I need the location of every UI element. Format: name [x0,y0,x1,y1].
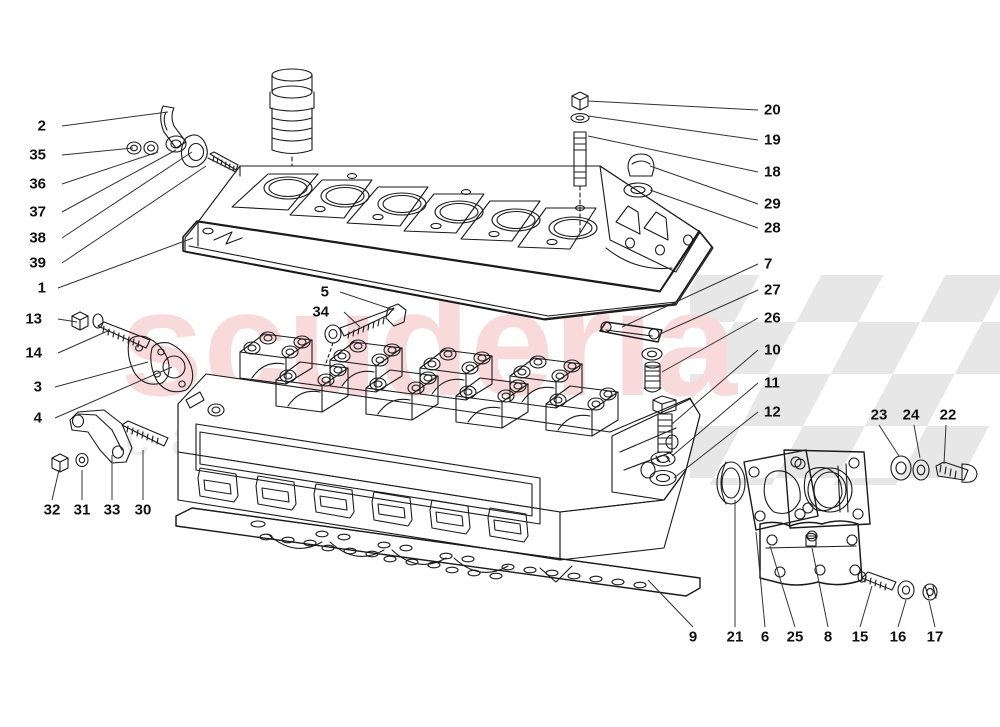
callout-label-20: 20 [764,101,781,119]
head-bolt-assembly [649,395,677,487]
callout-label-4: 4 [33,409,42,427]
callout-label-29: 29 [764,195,781,213]
callout-label-15: 15 [851,628,869,646]
cover-fastener-stack [570,91,655,233]
callout-label-11: 11 [764,374,780,392]
callout-label-6: 6 [760,628,770,646]
callout-label-9: 9 [688,628,698,646]
right-fastener-set [890,455,978,483]
callout-label-33: 33 [103,501,121,519]
callout-label-2: 2 [37,117,46,135]
cylinder-head [177,373,701,561]
callout-label-26: 26 [764,309,781,327]
callout-label-10: 10 [764,341,781,359]
callout-label-13: 13 [25,310,42,328]
callout-label-8: 8 [823,628,833,646]
callout-label-34: 34 [312,303,329,321]
callout-label-18: 18 [764,163,781,181]
callout-label-22: 22 [939,406,957,424]
callout-label-1: 1 [37,279,46,297]
callout-label-23: 23 [870,406,888,424]
callout-label-25: 25 [786,628,804,646]
callout-label-5: 5 [320,283,329,301]
cover-bracket-assembly [599,321,663,393]
callout-label-21: 21 [726,628,744,646]
callout-label-39: 39 [29,254,46,272]
cam-cap-nuts [243,331,617,411]
callout-label-17: 17 [926,628,944,646]
callout-label-38: 38 [29,229,46,247]
valve-cover-gasket [182,220,713,320]
valve-cover [184,165,714,321]
water-outlet-flange-cluster [71,311,194,393]
callout-label-32: 32 [43,501,61,519]
callout-label-19: 19 [764,131,781,149]
callout-label-27: 27 [764,281,781,299]
callout-label-36: 36 [29,175,46,193]
lifting-bracket-cluster [51,409,169,473]
callout-label-28: 28 [764,219,781,237]
cam-cap-bolt-and-washer [324,303,407,367]
breather-pipe [269,68,315,179]
seal-ring [716,461,746,505]
throttle-linkage-cluster [126,105,239,173]
callout-label-35: 35 [29,146,46,164]
callout-label-37: 37 [29,203,46,221]
callout-label-30: 30 [134,501,152,519]
callout-label-12: 12 [764,403,781,421]
callout-label-14: 14 [25,344,42,362]
callout-label-24: 24 [902,406,920,424]
callout-label-31: 31 [73,501,91,519]
callout-label-7: 7 [764,255,773,273]
exhaust-bolt-assembly [857,571,938,601]
callout-label-16: 16 [889,628,907,646]
camshaft-bearing-caps [239,331,619,437]
head-gasket [175,507,701,597]
callout-label-3: 3 [33,378,42,396]
